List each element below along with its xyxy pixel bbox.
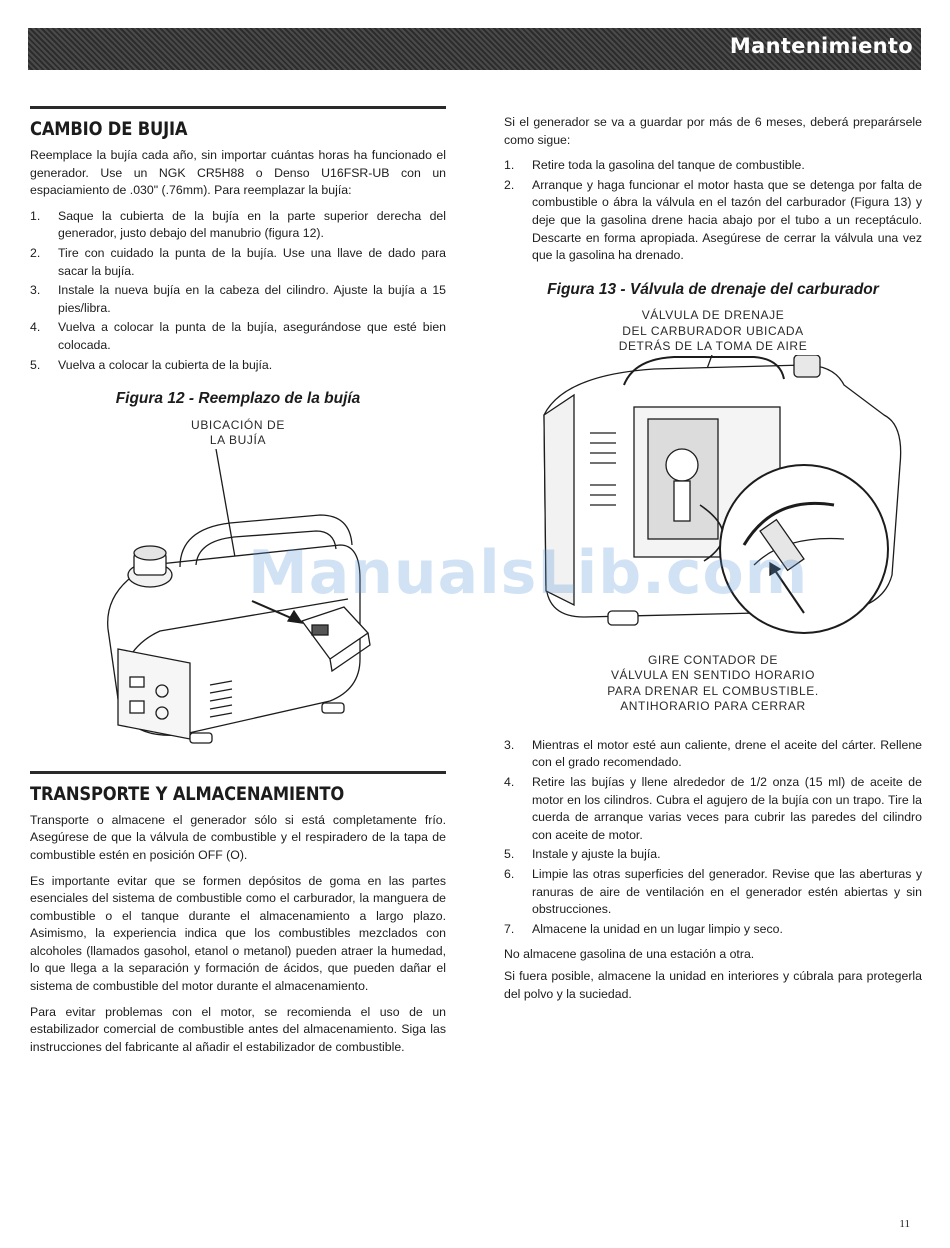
transport-storage-heading: TRANSPORTE Y ALMACENAMIENTO bbox=[30, 782, 345, 805]
watermark: ManualsLib.com bbox=[248, 538, 809, 608]
paragraph: Es importante evitar que se formen depós… bbox=[30, 873, 446, 994]
storage-steps-a: 1.Retire toda la gasolina del tanque de … bbox=[504, 157, 922, 265]
spark-plug-heading: CAMBIO DE BUJIA bbox=[30, 118, 188, 140]
list-item: 2.Arranque y haga funcionar el motor has… bbox=[504, 177, 922, 263]
list-item: 5.Instale y ajuste la bujía. bbox=[504, 847, 661, 862]
list-item: 2.Tire con cuidado la punta de la bujía.… bbox=[30, 245, 446, 278]
section-header-title: Mantenimiento bbox=[729, 34, 913, 58]
paragraph: Si fuera posible, almacene la unidad en … bbox=[504, 968, 922, 1001]
section-header-bar: Mantenimiento bbox=[28, 28, 921, 70]
paragraph: No almacene gasolina de una estación a o… bbox=[504, 947, 755, 962]
list-item: 3.Instale la nueva bujía en la cabeza de… bbox=[30, 283, 446, 315]
right-column: Si el generador se va a guardar por más … bbox=[504, 114, 922, 1011]
section-rule bbox=[30, 106, 446, 109]
list-item: 4.Retire las bujías y llene alrededor de… bbox=[504, 775, 922, 842]
carburetor-drain-illustration bbox=[543, 354, 902, 634]
list-item: 3.Mientras el motor esté aun caliente, d… bbox=[504, 737, 922, 770]
list-item: 5.Vuelva a colocar la cubierta de la buj… bbox=[30, 357, 273, 372]
list-item: 7.Almacene la unidad en un lugar limpio … bbox=[504, 921, 783, 936]
left-column: CAMBIO DE BUJIA Reemplace la bujía cada … bbox=[30, 106, 446, 1064]
figure-12-label: UBICACIÓN DE LA BUJÍA bbox=[191, 417, 285, 448]
section-rule bbox=[30, 770, 446, 774]
storage-intro: Si el generador se va a guardar por más … bbox=[504, 115, 922, 147]
list-item: 1.Saque la cubierta de la bujía en la pa… bbox=[30, 208, 446, 241]
figure-13-label-top: VÁLVULA DE DRENAJE DEL CARBURADOR UBICAD… bbox=[618, 308, 808, 354]
page-number: 11 bbox=[899, 1218, 910, 1230]
list-item: 6.Limpie las otras superficies del gener… bbox=[504, 867, 922, 917]
list-item: 1.Retire toda la gasolina del tanque de … bbox=[504, 158, 805, 173]
paragraph: Transporte o almacene el generador sólo … bbox=[30, 812, 446, 862]
figure-13-caption: Figura 13 - Válvula de drenaje del carbu… bbox=[547, 280, 879, 298]
spark-plug-steps: 1.Saque la cubierta de la bujía en la pa… bbox=[30, 208, 446, 374]
list-item: 4.Vuelva a colocar la punta de la bujía,… bbox=[30, 320, 446, 352]
spark-plug-intro: Reemplace la bujía cada año, sin importa… bbox=[30, 148, 446, 198]
storage-steps-b: 3.Mientras el motor esté aun caliente, d… bbox=[504, 737, 922, 939]
figure-12-caption: Figura 12 - Reemplazo de la bujía bbox=[115, 390, 361, 408]
paragraph: Para evitar problemas con el motor, se r… bbox=[30, 1004, 446, 1054]
generator-spark-plug-illustration bbox=[107, 448, 371, 744]
figure-13-label-bottom: GIRE CONTADOR DE VÁLVULA EN SENTIDO HORA… bbox=[607, 652, 819, 714]
